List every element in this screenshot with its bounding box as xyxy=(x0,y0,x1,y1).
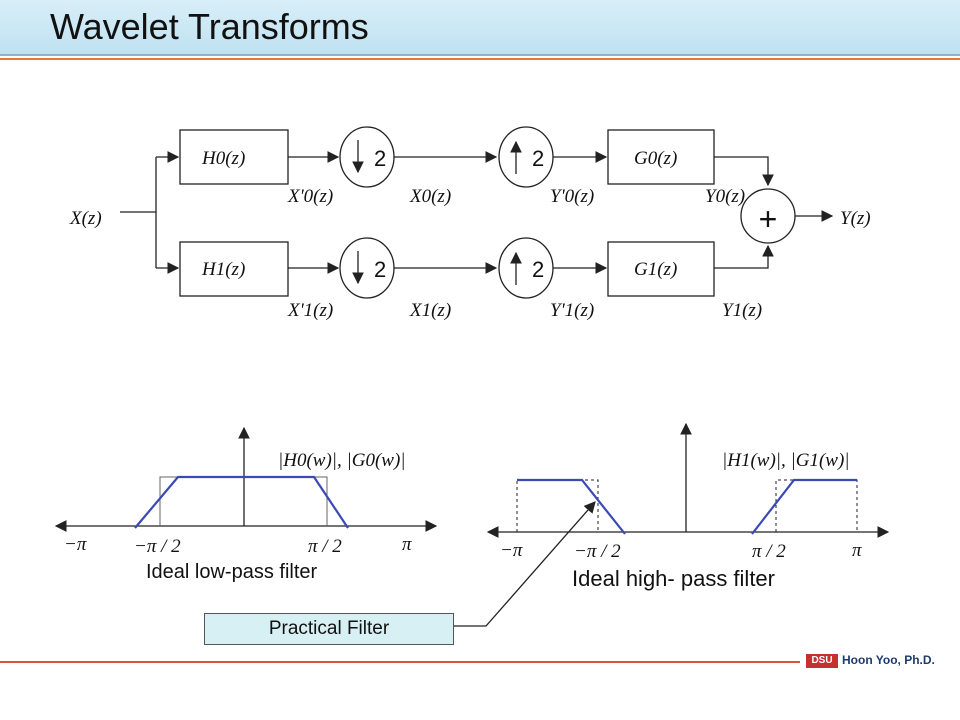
input-split-line xyxy=(120,157,157,268)
highpass-practical-left xyxy=(517,478,626,535)
title-bar: Wavelet Transforms xyxy=(0,0,960,56)
lowpass-tick-neg-half-pi: −π / 2 xyxy=(134,536,181,557)
output-label: Y(z) xyxy=(840,208,871,229)
h1-box xyxy=(179,241,289,297)
up-factor-1: 2 xyxy=(532,257,544,282)
arrow-g0-to-adder xyxy=(714,156,774,187)
upsampler-1 xyxy=(498,237,554,299)
xp0-label: X'0(z) xyxy=(287,186,333,207)
highpass-tick-neg-pi: −π xyxy=(500,540,523,561)
highpass-tick-half-pi: π / 2 xyxy=(752,541,786,562)
x0-label: X0(z) xyxy=(409,186,451,207)
g1-label: G1(z) xyxy=(634,259,677,280)
h1-label: H1(z) xyxy=(201,259,245,280)
lowpass-label: |H0(w)|, |G0(w)| xyxy=(278,450,406,471)
down-factor-1: 2 xyxy=(374,257,386,282)
title-rule xyxy=(0,58,960,60)
h0-box xyxy=(179,129,289,185)
highpass-ideal-left xyxy=(516,479,599,532)
input-label: X(z) xyxy=(69,208,102,229)
xp1-label: X'1(z) xyxy=(287,300,333,321)
g1-box xyxy=(607,241,715,297)
highpass-caption: Ideal high- pass filter xyxy=(572,566,775,591)
g0-label: G0(z) xyxy=(634,148,677,169)
y0-label: Y0(z) xyxy=(705,186,745,207)
author-credit: Hoon Yoo, Ph.D. xyxy=(842,653,935,667)
h0-label: H0(z) xyxy=(201,148,245,169)
highpass-practical-right xyxy=(751,478,857,535)
footer-rule xyxy=(0,661,800,663)
highpass-label: |H1(w)|, |G1(w)| xyxy=(722,450,850,471)
yp1-label: Y'1(z) xyxy=(550,300,594,321)
lowpass-tick-neg-pi: −π xyxy=(64,534,87,555)
yp0-label: Y'0(z) xyxy=(550,186,594,207)
g0-box xyxy=(607,129,715,185)
y1-label: Y1(z) xyxy=(722,300,762,321)
down-factor-0: 2 xyxy=(374,146,386,171)
highpass-plot: |H1(w)|, |G1(w)| −π −π / 2 π / 2 π Ideal… xyxy=(486,422,890,591)
lowpass-practical-response xyxy=(134,475,349,529)
lowpass-caption: Ideal low-pass filter xyxy=(146,561,318,583)
lowpass-tick-pi: π xyxy=(402,534,412,555)
upsampler-0 xyxy=(498,126,554,188)
lowpass-plot: |H0(w)|, |G0(w)| −π −π / 2 π / 2 π Ideal… xyxy=(54,426,438,583)
up-factor-0: 2 xyxy=(532,146,544,171)
x1-label: X1(z) xyxy=(409,300,451,321)
practical-filter-label: Practical Filter xyxy=(204,613,454,645)
adder-symbol: + xyxy=(759,201,778,237)
practical-filter-callout-arrow xyxy=(454,501,596,627)
highpass-tick-neg-half-pi: −π / 2 xyxy=(574,541,621,562)
arrow-g1-to-adder xyxy=(714,244,774,269)
filter-bank-diagram: X(z) Y(z) + H0(z) H1(z) G0(z) G1(z) 2 2 … xyxy=(69,126,871,321)
page-title: Wavelet Transforms xyxy=(50,6,369,47)
highpass-tick-pi: π xyxy=(852,540,862,561)
dsu-logo: DSU xyxy=(806,654,838,668)
lowpass-tick-half-pi: π / 2 xyxy=(308,536,342,557)
